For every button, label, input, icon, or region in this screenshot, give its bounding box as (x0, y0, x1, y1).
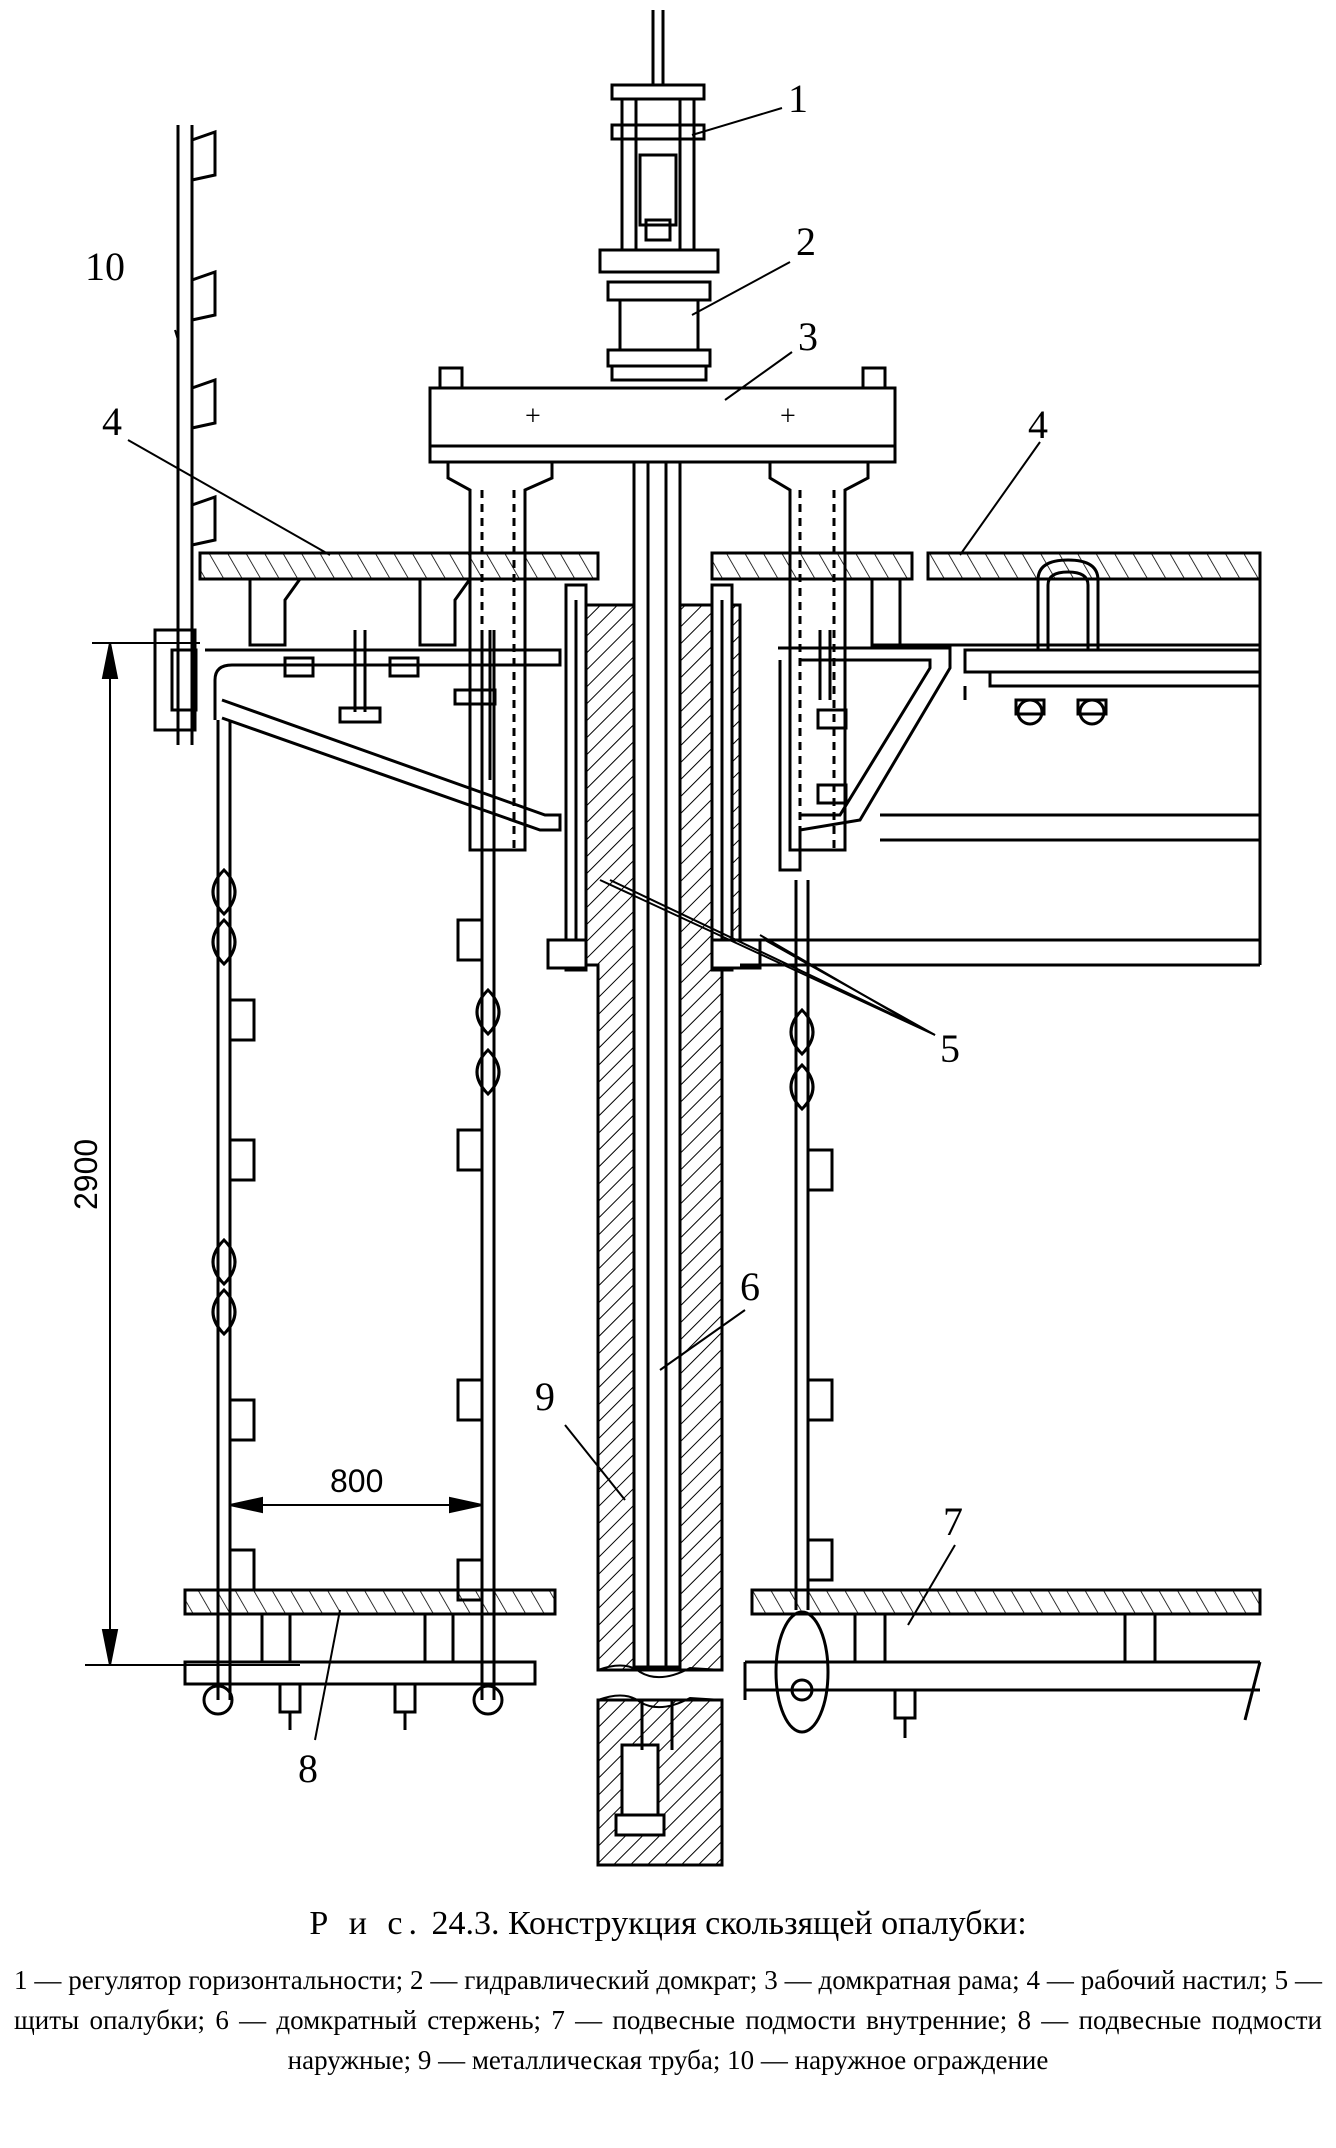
working-deck-outer (198, 551, 600, 647)
label-7: 7 (943, 1499, 963, 1544)
horizontality-regulator (610, 10, 706, 250)
inner-bracket (778, 630, 952, 872)
label-5: 5 (940, 1026, 960, 1071)
label-8: 8 (298, 1746, 318, 1791)
hydraulic-jack (598, 248, 720, 382)
label-4-inner: 4 (1028, 402, 1048, 447)
label-4-outer: 4 (102, 399, 122, 444)
caption-number: 24.3. (431, 1905, 500, 1942)
dimension-height-label: 2900 (68, 1139, 104, 1210)
label-2: 2 (796, 219, 816, 264)
outer-hanger-left (211, 720, 256, 1700)
label-6: 6 (740, 1264, 760, 1309)
figure-legend: 1 — регулятор горизонтальности; 2 — гидр… (14, 1965, 1322, 2075)
caption-title: Конструкция скользящей опалубки: (508, 1905, 1027, 1942)
jack-rod-and-pipe (632, 460, 682, 1750)
svg-text:+: + (780, 401, 796, 432)
outer-hanger-right (456, 630, 501, 1700)
inner-hanger (774, 880, 834, 1734)
figure-caption: Р и с. 24.3. Конструкция скользящей опал… (0, 1905, 1336, 1943)
dimension-width (229, 1496, 483, 1514)
svg-text:+: + (525, 401, 541, 432)
working-deck-inner (710, 551, 1262, 967)
inner-suspended-scaffold (743, 1588, 1262, 1738)
label-1: 1 (788, 76, 808, 121)
dimension-height (85, 642, 300, 1666)
dimension-width-label: 800 (330, 1463, 383, 1499)
leader-lines (127, 107, 1041, 1741)
caption-prefix: Р и с. (309, 1905, 424, 1942)
outer-bracket (205, 630, 562, 832)
label-9: 9 (535, 1374, 555, 1419)
label-3: 3 (798, 314, 818, 359)
outer-guardrail (153, 125, 217, 745)
label-10: 10 (85, 244, 125, 289)
slipform-diagram: + + (68, 10, 1262, 1867)
formwork-panels (546, 583, 916, 1026)
outer-suspended-scaffold (183, 1588, 557, 1730)
